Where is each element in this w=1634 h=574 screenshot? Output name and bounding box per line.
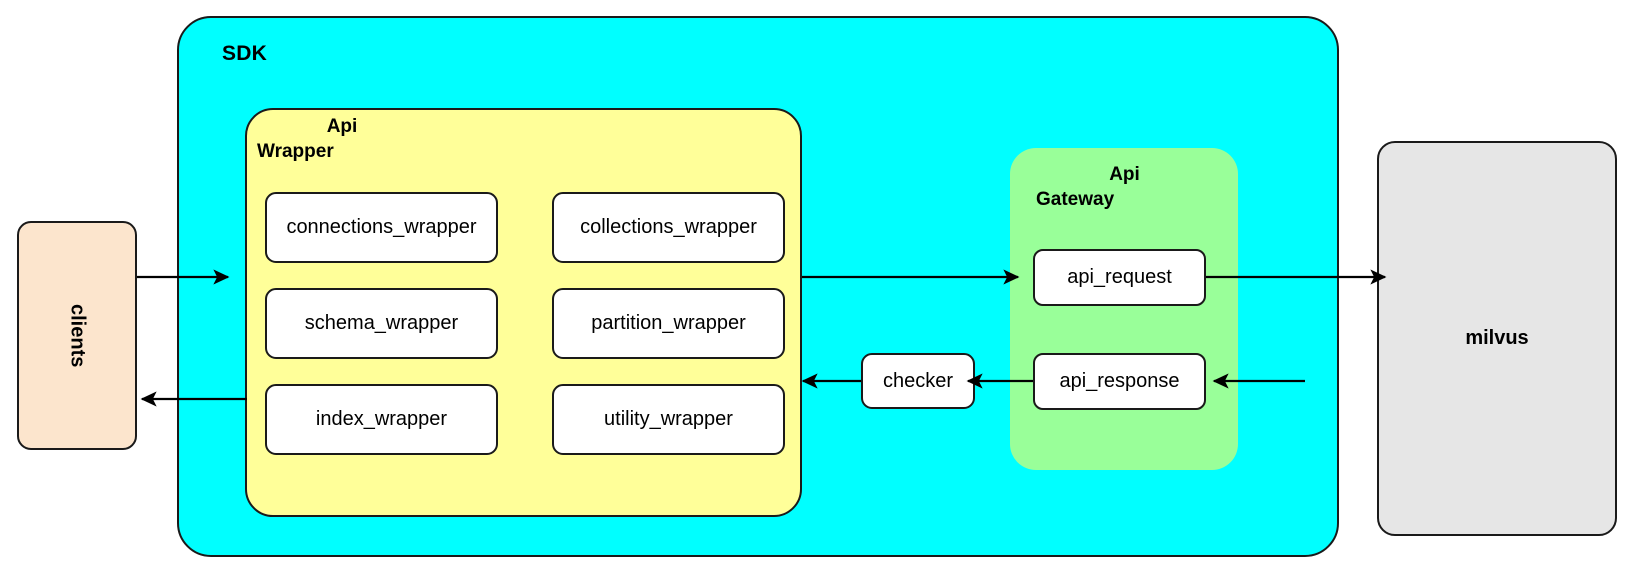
- api-gateway-label-line2: Gateway: [1036, 189, 1115, 211]
- box-index-wrapper[interactable]: index_wrapper: [265, 384, 498, 455]
- box-api-request[interactable]: api_request: [1033, 249, 1206, 306]
- clients-box[interactable]: clients: [17, 221, 137, 450]
- box-schema-wrapper[interactable]: schema_wrapper: [265, 288, 498, 359]
- api-wrapper-label: Api Wrapper: [257, 114, 427, 164]
- box-utility-wrapper-label: utility_wrapper: [604, 408, 733, 430]
- box-collections-wrapper[interactable]: collections_wrapper: [552, 192, 785, 263]
- box-partition-wrapper-label: partition_wrapper: [591, 312, 746, 334]
- box-connections-wrapper-label: connections_wrapper: [286, 216, 477, 238]
- box-collections-wrapper-label: collections_wrapper: [580, 216, 757, 238]
- api-wrapper-label-line1: Api: [326, 116, 358, 137]
- box-connections-wrapper[interactable]: connections_wrapper: [265, 192, 498, 263]
- api-gateway-container[interactable]: [1010, 148, 1238, 470]
- clients-label: clients: [66, 303, 89, 368]
- checker-label: checker: [882, 369, 954, 392]
- milvus-box[interactable]: milvus: [1377, 141, 1617, 536]
- box-api-request-label: api_request: [1067, 266, 1172, 288]
- box-api-response[interactable]: api_response: [1033, 353, 1206, 410]
- box-schema-wrapper-label: schema_wrapper: [304, 312, 459, 334]
- api-gateway-label-line1: Api: [1109, 164, 1140, 185]
- box-index-wrapper-label: index_wrapper: [315, 408, 448, 430]
- box-utility-wrapper[interactable]: utility_wrapper: [552, 384, 785, 455]
- box-api-response-label: api_response: [1059, 370, 1180, 392]
- milvus-label: milvus: [1465, 327, 1529, 349]
- box-partition-wrapper[interactable]: partition_wrapper: [552, 288, 785, 359]
- api-wrapper-label-line2: Wrapper: [257, 141, 334, 163]
- sdk-label: SDK: [222, 42, 267, 65]
- api-gateway-label: Api Gateway: [1022, 162, 1227, 213]
- checker-box[interactable]: checker: [861, 353, 975, 409]
